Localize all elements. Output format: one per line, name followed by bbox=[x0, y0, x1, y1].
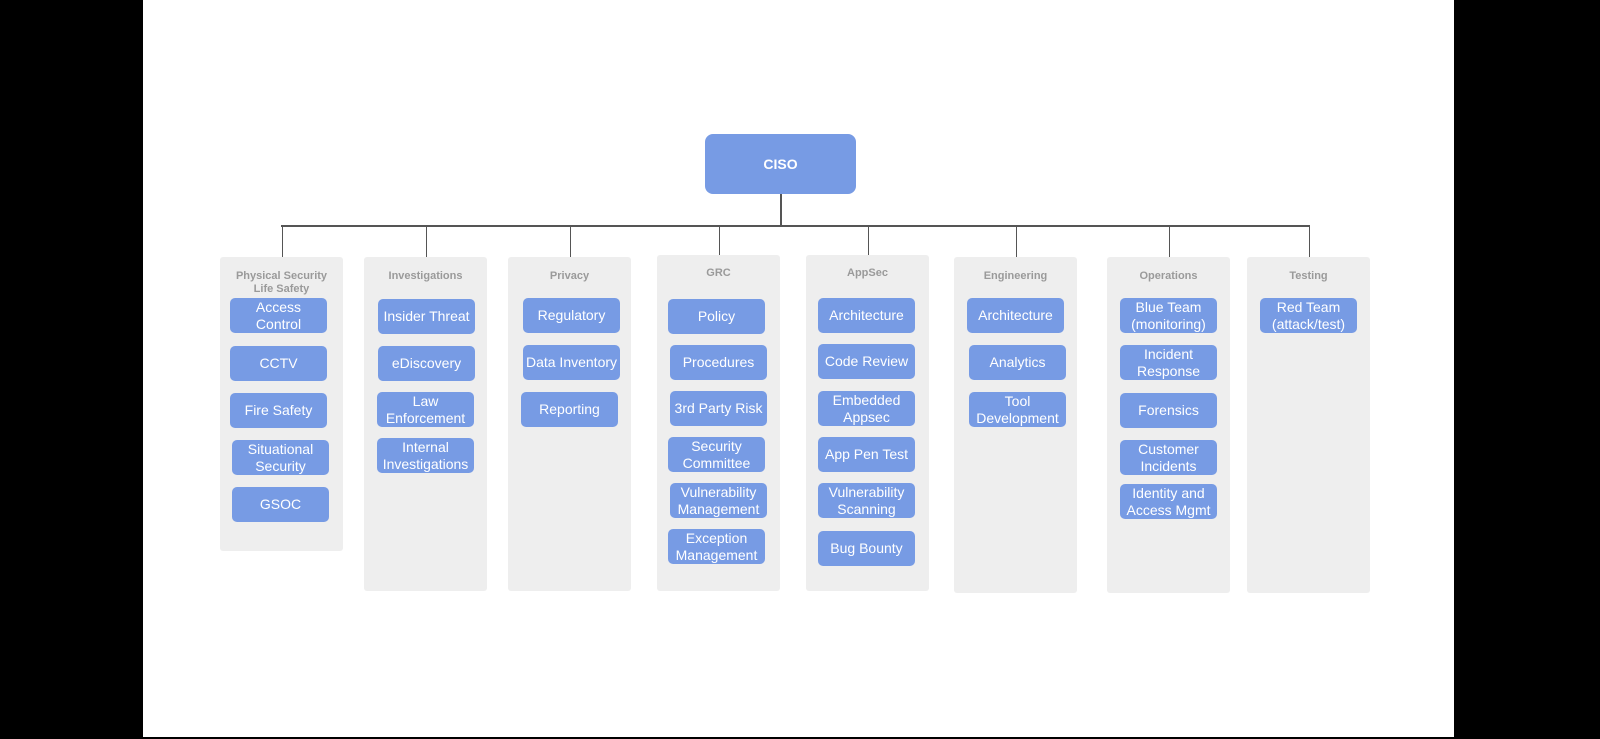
function-node: Analytics bbox=[969, 345, 1066, 380]
function-node: Code Review bbox=[818, 344, 915, 379]
function-node: Security Committee bbox=[668, 437, 765, 472]
function-node: CCTV bbox=[230, 346, 327, 381]
column-title: Engineering bbox=[983, 270, 1048, 282]
function-node: Architecture bbox=[818, 298, 915, 333]
function-node: Policy bbox=[668, 299, 765, 334]
function-node: Regulatory bbox=[523, 298, 620, 333]
connector-drop bbox=[718, 225, 720, 255]
function-node: Exception Management bbox=[668, 529, 765, 564]
column-title: Privacy bbox=[549, 270, 590, 282]
function-node: Identity and Access Mgmt bbox=[1120, 484, 1217, 519]
connector-drop bbox=[867, 225, 869, 255]
function-node: Vulnerability Management bbox=[670, 483, 767, 518]
column-title: Physical Security Life Safety bbox=[235, 270, 328, 295]
function-node: Reporting bbox=[521, 392, 618, 427]
column-title: GRC bbox=[706, 267, 731, 279]
function-node: GSOC bbox=[232, 487, 329, 522]
function-node: Tool Development bbox=[969, 392, 1066, 427]
function-node: Customer Incidents bbox=[1120, 440, 1217, 475]
column-title: AppSec bbox=[847, 267, 888, 279]
function-node: Procedures bbox=[670, 345, 767, 380]
function-node: Architecture bbox=[967, 298, 1064, 333]
connector-drop bbox=[1168, 225, 1170, 257]
root-node-ciso: CISO bbox=[705, 134, 856, 194]
connector-drop bbox=[1015, 225, 1017, 257]
connector-drop bbox=[425, 225, 427, 257]
function-node: Blue Team (monitoring) bbox=[1120, 298, 1217, 333]
column-title: Operations bbox=[1139, 270, 1198, 282]
function-node: eDiscovery bbox=[378, 346, 475, 381]
connector-root-stem bbox=[780, 194, 782, 225]
function-node: Data Inventory bbox=[523, 345, 620, 380]
function-node: App Pen Test bbox=[818, 437, 915, 472]
function-node: 3rd Party Risk bbox=[670, 391, 767, 426]
connector-drop bbox=[569, 225, 571, 257]
function-node: Law Enforcement bbox=[377, 392, 474, 427]
function-node: Bug Bounty bbox=[818, 531, 915, 566]
connector-bus bbox=[281, 225, 1310, 227]
column-title: Investigations bbox=[388, 270, 463, 282]
column-title: Testing bbox=[1289, 270, 1328, 282]
function-node: Incident Response bbox=[1120, 345, 1217, 380]
function-node: Insider Threat bbox=[378, 299, 475, 334]
function-node: Forensics bbox=[1120, 393, 1217, 428]
function-node: Internal Investigations bbox=[377, 438, 474, 473]
connector-drop bbox=[281, 225, 283, 257]
function-node: Embedded Appsec bbox=[818, 391, 915, 426]
function-node: Fire Safety bbox=[230, 393, 327, 428]
function-node: Access Control bbox=[230, 298, 327, 333]
connector-drop bbox=[1308, 225, 1310, 257]
function-node: Red Team (attack/test) bbox=[1260, 298, 1357, 333]
slide-canvas bbox=[143, 0, 1454, 737]
function-node: Situational Security bbox=[232, 440, 329, 475]
function-node: Vulnerability Scanning bbox=[818, 483, 915, 518]
